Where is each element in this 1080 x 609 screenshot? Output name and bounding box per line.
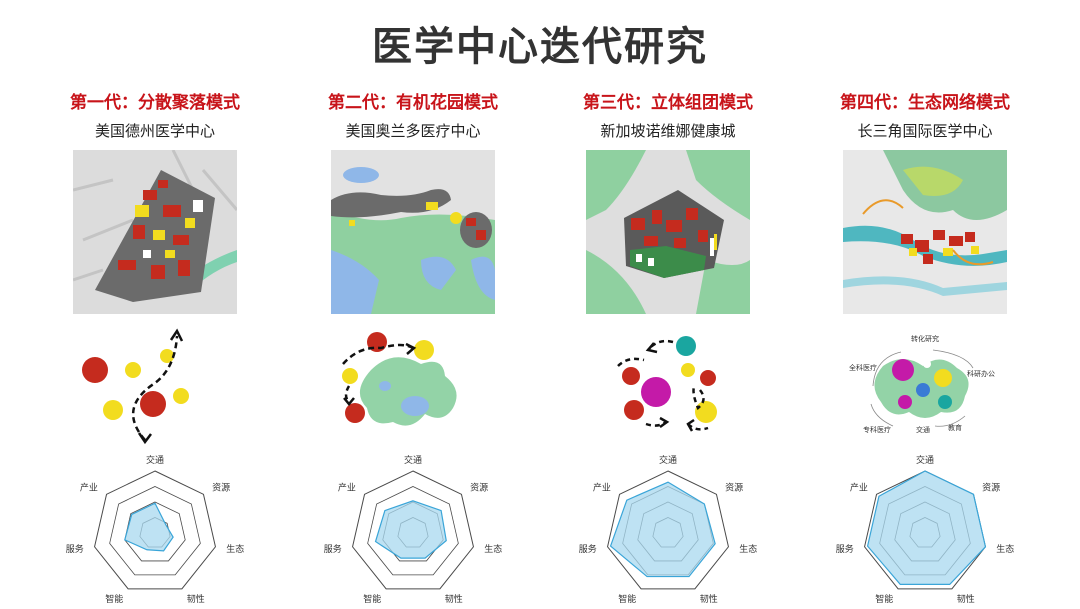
radar-chart: 交通资源生态韧性 智能 服务 产业 <box>815 454 1035 605</box>
network-label: 教育 <box>948 423 962 432</box>
vertical-cluster-icon <box>558 328 778 450</box>
radar-axis-label: 产业 <box>338 482 356 494</box>
network-label: 专科医疗 <box>863 425 891 434</box>
radar-grid-ring <box>367 486 459 576</box>
organic-garden-icon <box>303 328 523 450</box>
campus-map-orlando <box>331 150 495 314</box>
radar-axis-label: 智能 <box>363 593 381 605</box>
radar-value-area <box>609 481 716 578</box>
radar-grid-ring <box>352 470 474 590</box>
network-label: 全科医疗 <box>849 363 877 372</box>
radar-axis-label: 资源 <box>982 483 1000 494</box>
radar-axis-label: 生态 <box>484 543 502 555</box>
generation-heading: 第一代：分散聚落模式 <box>70 93 240 113</box>
radar-axis-label: 产业 <box>80 482 98 494</box>
campus-map-yangtze <box>843 150 1007 314</box>
case-name: 美国奥兰多医疗中心 <box>345 122 481 140</box>
radar-axis-label: 产业 <box>850 482 868 494</box>
network-label: 转化研究 <box>911 334 939 343</box>
radar-grid-ring <box>109 486 201 576</box>
campus-map-texas <box>73 150 237 314</box>
case-name: 长三角国际医学中心 <box>857 122 993 140</box>
radar-axis-label: 资源 <box>725 483 743 494</box>
radar-grid-ring <box>607 470 729 590</box>
radar-axis-label: 交通 <box>916 455 934 466</box>
campus-map-novena <box>586 150 750 314</box>
network-label: 交通 <box>916 425 930 434</box>
radar-chart: 交通资源生态韧性 智能 服务 产业 <box>303 454 523 605</box>
radar-value-area <box>124 502 174 552</box>
radar-axis-label: 产业 <box>593 482 611 494</box>
radar-axis-label: 交通 <box>404 455 422 466</box>
network-label: 科研办公 <box>967 369 995 378</box>
generation-column-2: 第二代：有机花园模式 美国奥兰多医疗中心 <box>298 0 528 608</box>
radar-value-area <box>866 470 987 585</box>
radar-chart: 交通资源生态韧性 智能 服务 产业 <box>558 454 778 605</box>
radar-axis-label: 服务 <box>66 543 84 555</box>
generation-column-4: 第四代：生态网络模式 长三角国际医学中心 转 <box>810 0 1040 608</box>
generation-column-1: 第一代：分散聚落模式 美国德州医学中心 <box>40 0 270 608</box>
radar-axis-label: 智能 <box>105 593 123 605</box>
radar-axis-label: 交通 <box>146 455 164 466</box>
generation-heading: 第二代：有机花园模式 <box>328 93 498 113</box>
radar-axis-label: 生态 <box>739 543 757 555</box>
generation-column-3: 第三代：立体组团模式 新加坡诺维娜健康城 <box>553 0 783 608</box>
case-name: 美国德州医学中心 <box>94 122 215 140</box>
scattered-clusters-icon <box>45 328 265 450</box>
radar-axis-label: 服务 <box>324 543 342 555</box>
radar-grid-ring <box>94 470 216 590</box>
radar-axis-label: 资源 <box>212 483 230 494</box>
radar-axis-label: 生态 <box>226 543 244 555</box>
generation-heading: 第三代：立体组团模式 <box>583 93 753 113</box>
radar-axis-label: 智能 <box>875 593 893 605</box>
radar-axis-label: 服务 <box>579 543 597 555</box>
radar-axis-label: 资源 <box>470 483 488 494</box>
radar-axis-label: 交通 <box>659 455 677 466</box>
radar-value-area <box>374 500 447 559</box>
page-title: 医学中心迭代研究 <box>372 23 708 70</box>
radar-axis-label: 智能 <box>618 593 636 605</box>
radar-axis-label: 韧性 <box>187 593 205 605</box>
generation-heading: 第四代：生态网络模式 <box>840 93 1010 113</box>
radar-chart: 交通资源生态韧性 智能 服务 产业 <box>45 454 265 605</box>
radar-axis-label: 服务 <box>836 543 854 555</box>
radar-grid-ring <box>124 501 186 562</box>
radar-axis-label: 韧性 <box>445 593 463 605</box>
radar-axis-label: 生态 <box>996 543 1014 555</box>
case-name: 新加坡诺维娜健康城 <box>600 122 736 140</box>
eco-network-icon: 转化研究 科研办公 教育 交通 全科医疗 专科医疗 <box>815 328 1035 450</box>
radar-axis-label: 韧性 <box>700 593 718 605</box>
radar-axis-label: 韧性 <box>957 593 975 605</box>
